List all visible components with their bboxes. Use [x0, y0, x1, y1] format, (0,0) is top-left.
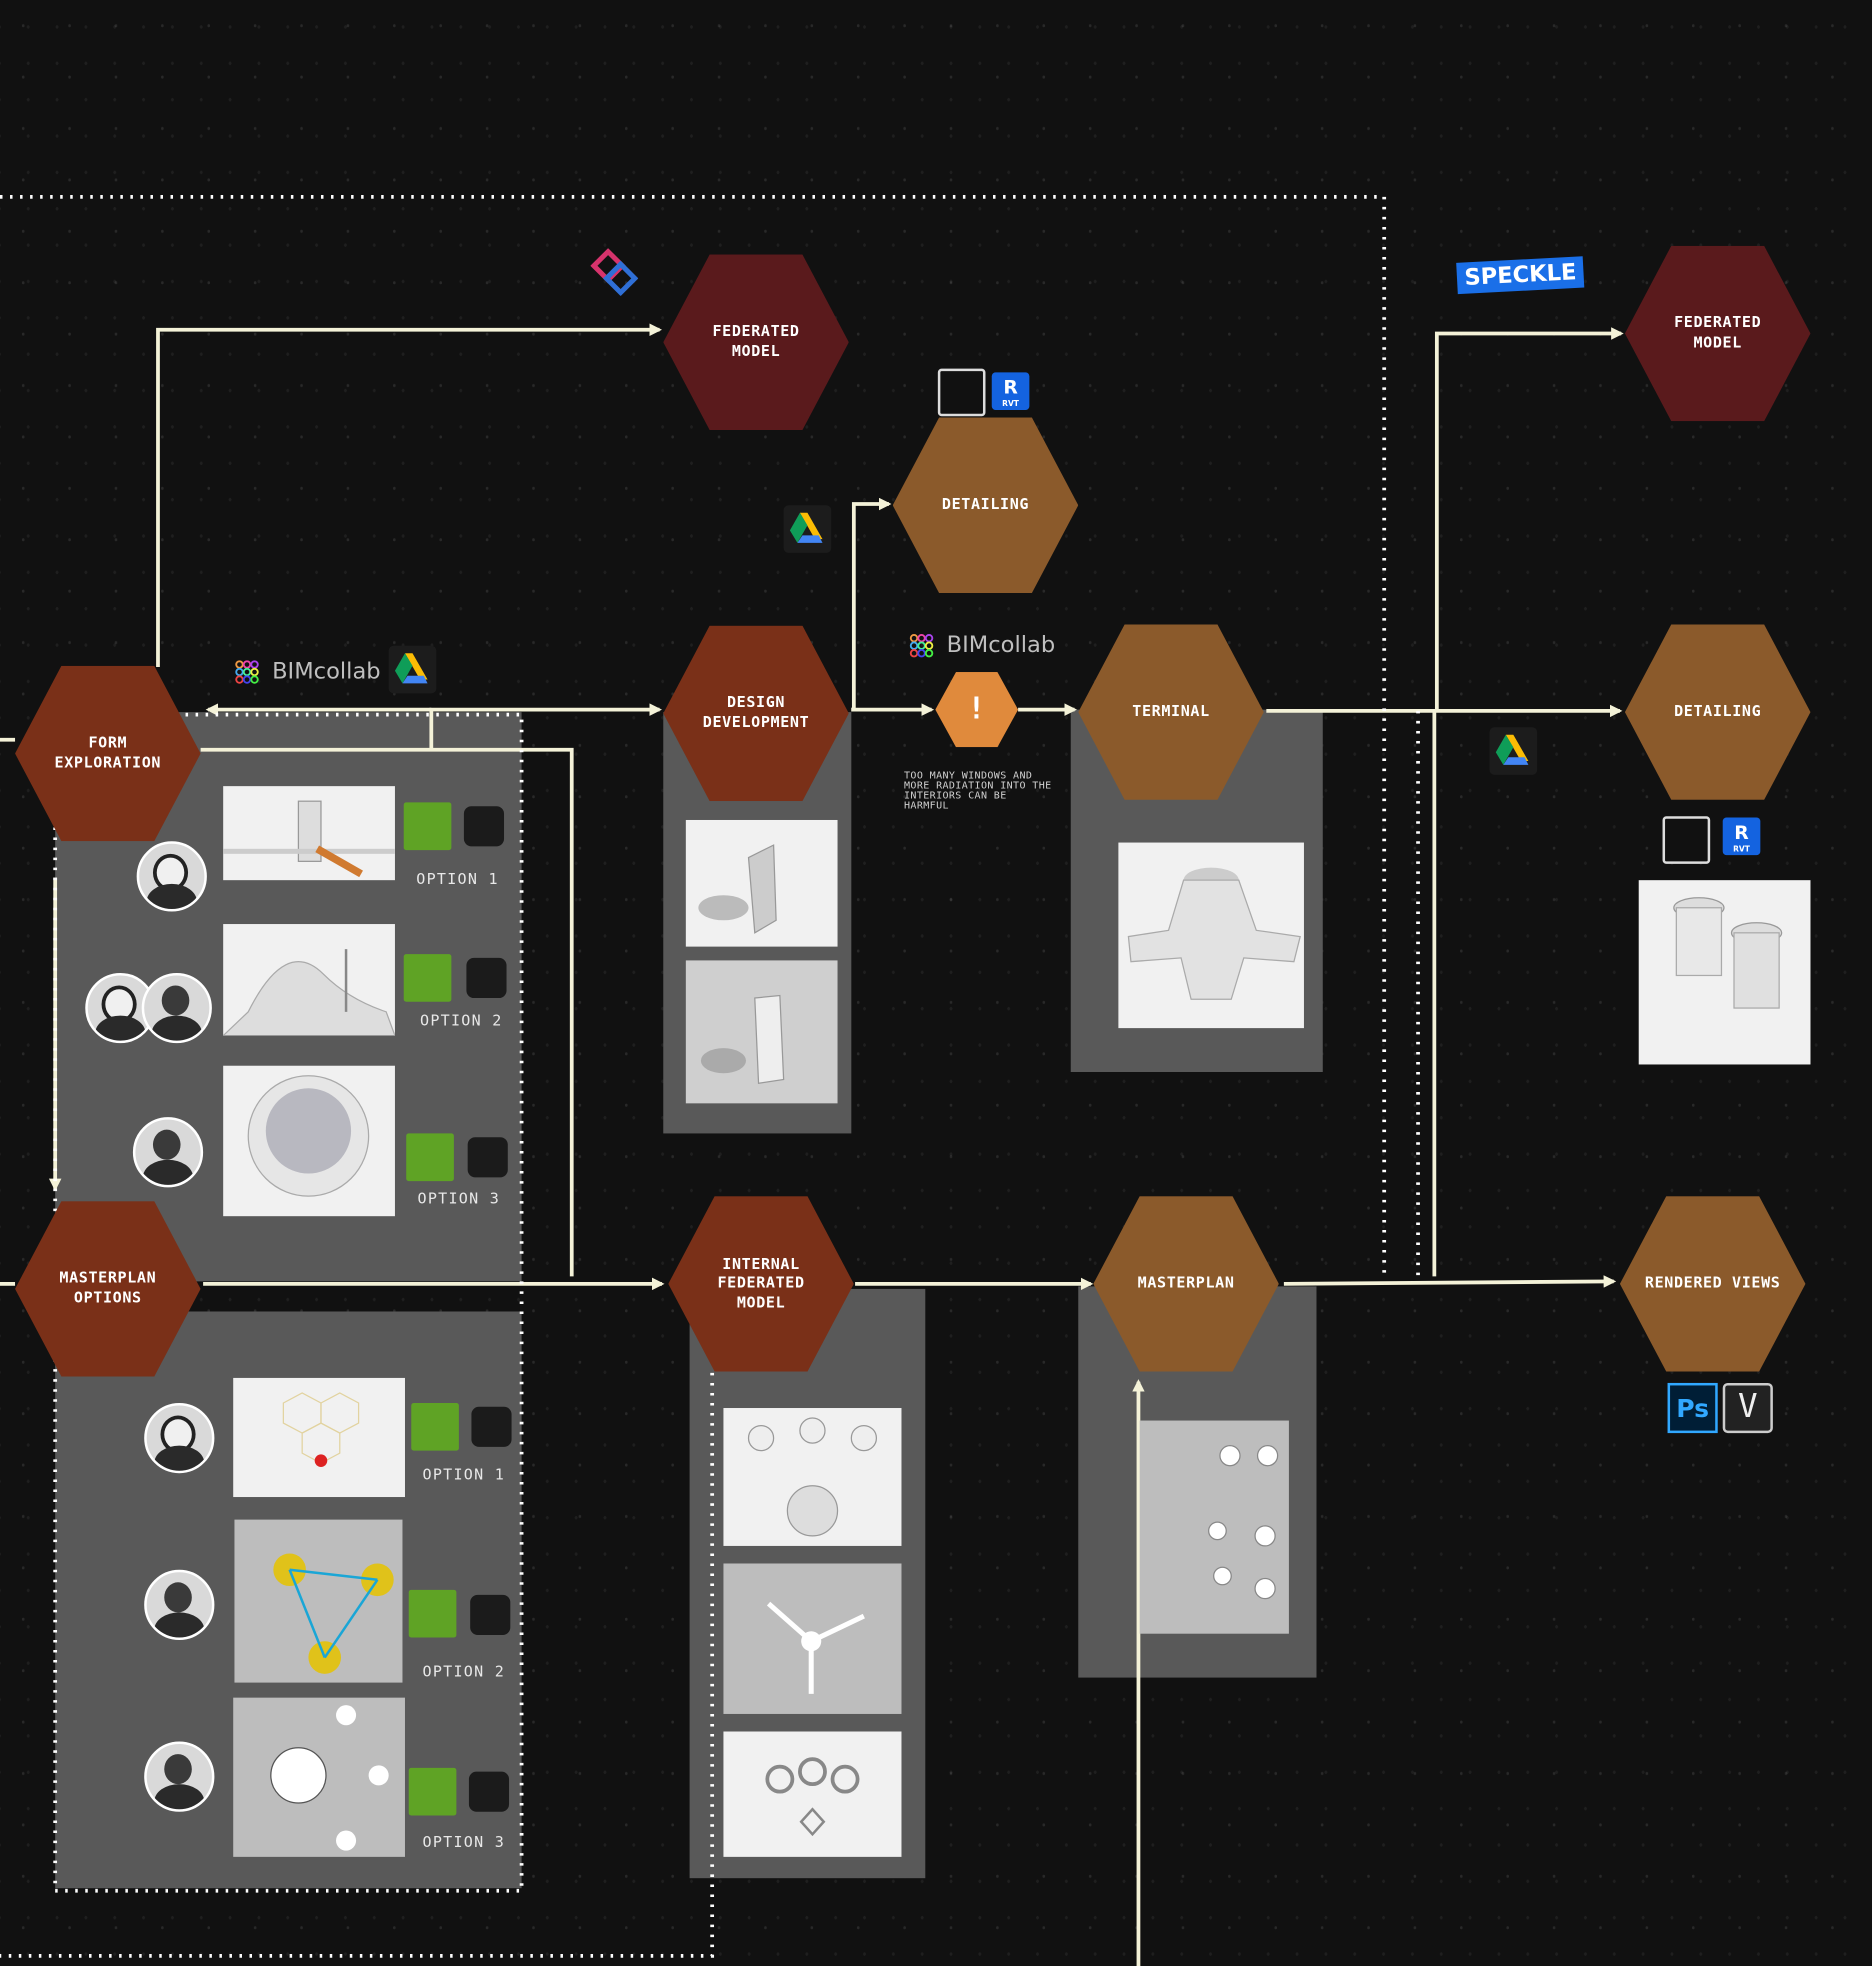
grasshopper-icon	[411, 1403, 459, 1451]
arrow-to-design-development	[429, 703, 663, 750]
masterplan-option-1-label: OPTION 1	[422, 1465, 506, 1484]
avatar-member-1	[144, 1403, 215, 1474]
arrow-to-federated-model-2	[1434, 327, 1624, 711]
rhino-inside-icon	[937, 368, 986, 417]
internal-federated-image-3[interactable]	[723, 1731, 902, 1857]
design-development-image-1[interactable]	[685, 819, 838, 947]
grasshopper-icon	[403, 954, 452, 1002]
grasshopper-icon	[408, 1589, 457, 1638]
rhino-icon	[467, 1137, 508, 1178]
rhino-icon	[463, 806, 505, 847]
warning-badge[interactable]: !	[935, 672, 1019, 748]
warning-note: TOO MANY WINDOWS AND MORE RADIATION INTO…	[903, 769, 1052, 812]
avatar-member-3	[132, 1117, 204, 1188]
detailing-image[interactable]	[1638, 880, 1811, 1065]
dotted-boundary-top	[0, 194, 1387, 1277]
masterplan-option-2-image[interactable]	[234, 1519, 403, 1683]
vray-icon: V	[1722, 1382, 1773, 1434]
rhino-inside-icon	[1662, 816, 1711, 864]
bimcollab-logo-icon	[590, 248, 639, 297]
masterplan-option-3-image[interactable]	[233, 1697, 405, 1857]
rhino-icon	[466, 957, 507, 999]
google-drive-icon	[1489, 727, 1538, 775]
speckle-logo: SPECKLE	[1456, 256, 1585, 295]
avatar-member-2	[144, 1569, 215, 1640]
form-option-2-image[interactable]	[223, 924, 395, 1036]
google-drive-icon	[783, 505, 832, 553]
bimcollab-label: BIMcollab	[272, 658, 381, 685]
form-option-1-label: OPTION 1	[416, 870, 499, 888]
grasshopper-icon	[408, 1767, 457, 1816]
dotted-form-group	[53, 712, 524, 1893]
dotted-internal-group	[0, 1372, 715, 1958]
bimcollab-dots-icon	[909, 633, 934, 658]
arrow-masterplan-to-rendered	[1283, 1275, 1617, 1288]
bimcollab-label: BIMcollab	[946, 631, 1056, 659]
form-option-3-image[interactable]	[223, 1065, 395, 1217]
arrow-to-federated-model-1	[156, 323, 663, 668]
form-option-3-label: OPTION 3	[417, 1189, 501, 1208]
avatar-member-2	[141, 972, 212, 1044]
rhino-icon	[470, 1594, 511, 1635]
form-option-1-image[interactable]	[223, 786, 395, 881]
avatar-member-3	[144, 1741, 215, 1812]
masterplan-option-1-image[interactable]	[233, 1377, 405, 1498]
rhino-icon	[471, 1406, 512, 1447]
google-drive-icon	[388, 645, 437, 694]
terminal-image[interactable]	[1118, 842, 1304, 1029]
arrow-form-to-internal	[200, 747, 574, 1277]
rhino-icon	[468, 1771, 510, 1812]
grasshopper-icon	[403, 802, 452, 851]
node-detailing-1[interactable]: DETAILING	[892, 417, 1079, 594]
internal-federated-image-2[interactable]	[723, 1563, 902, 1714]
masterplan-image[interactable]	[1139, 1420, 1289, 1634]
design-development-image-2[interactable]	[685, 960, 838, 1104]
form-option-2-label: OPTION 2	[420, 1011, 503, 1030]
masterplan-option-3-label: OPTION 3	[422, 1833, 506, 1851]
internal-federated-image-1[interactable]	[723, 1408, 902, 1546]
bimcollab-dots-icon	[234, 659, 259, 684]
photoshop-icon: Ps	[1667, 1382, 1718, 1434]
masterplan-option-2-label: OPTION 2	[422, 1662, 506, 1681]
avatar-member-1	[136, 841, 207, 912]
grasshopper-icon	[406, 1133, 454, 1182]
arrow-dd-to-detailing	[851, 497, 892, 712]
